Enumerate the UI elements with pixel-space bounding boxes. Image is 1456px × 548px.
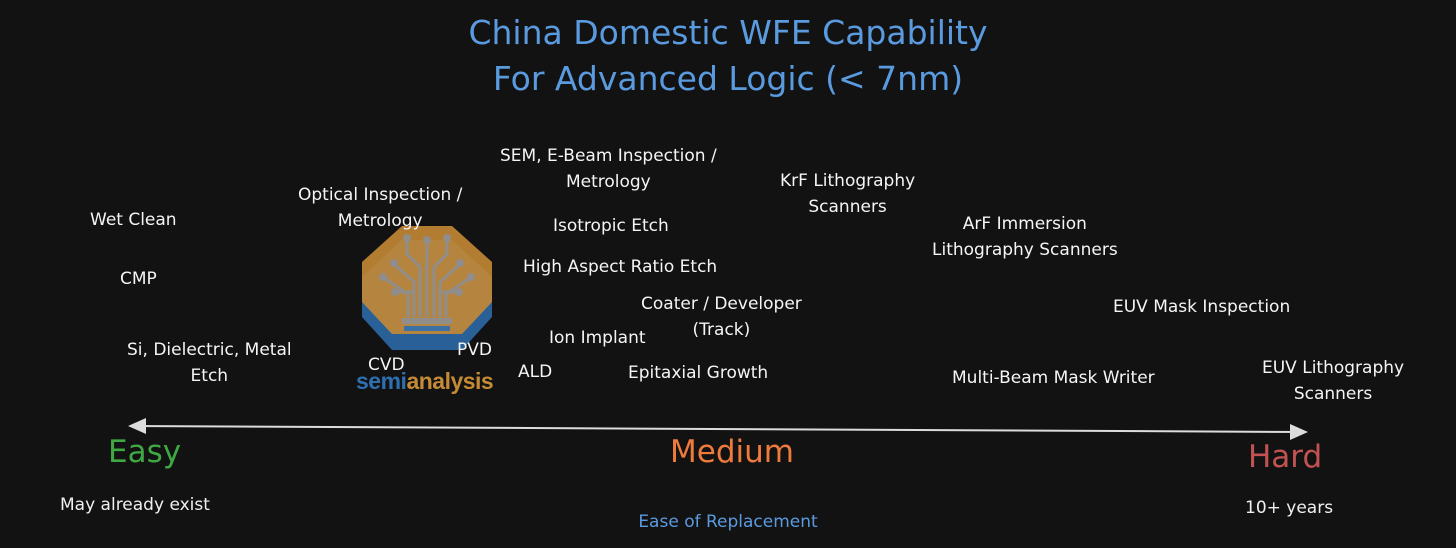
item-multi-beam-mask-writer: Multi-Beam Mask Writer [952, 368, 1155, 388]
chart-title-line-2: For Advanced Logic (< 7nm) [492, 59, 964, 98]
item-coater-developer: Coater / Developer(Track) [641, 294, 802, 340]
item-euv-mask-inspection: EUV Mask Inspection [1113, 297, 1291, 317]
semianalysis-logo-icon [362, 226, 492, 350]
item-cvd: CVD [368, 355, 405, 375]
item-high-aspect-ratio-etch: High Aspect Ratio Etch [523, 257, 718, 277]
item-ald: ALD [518, 362, 553, 382]
axis-title: Ease of Replacement [638, 512, 818, 532]
item-wet-clean: Wet Clean [90, 210, 177, 230]
item-pvd: PVD [457, 340, 492, 360]
item-epitaxial-growth: Epitaxial Growth [628, 363, 769, 383]
item-optical-inspection: Optical Inspection /Metrology [298, 185, 463, 231]
scale-medium-label: Medium [670, 434, 794, 470]
scale-hard-label: Hard [1248, 439, 1323, 475]
item-cmp: CMP [120, 269, 157, 289]
chart-title-line-1: China Domestic WFE Capability [468, 13, 988, 52]
easy-note: May already exist [60, 495, 210, 515]
hard-note: 10+ years [1245, 498, 1334, 518]
item-isotropic-etch: Isotropic Etch [553, 216, 669, 236]
item-ion-implant: Ion Implant [549, 328, 646, 348]
scale-easy-label: Easy [108, 434, 182, 470]
item-sem-ebeam: SEM, E-Beam Inspection /Metrology [500, 146, 717, 192]
semianalysis-wordmark: semianalysis [356, 368, 494, 394]
